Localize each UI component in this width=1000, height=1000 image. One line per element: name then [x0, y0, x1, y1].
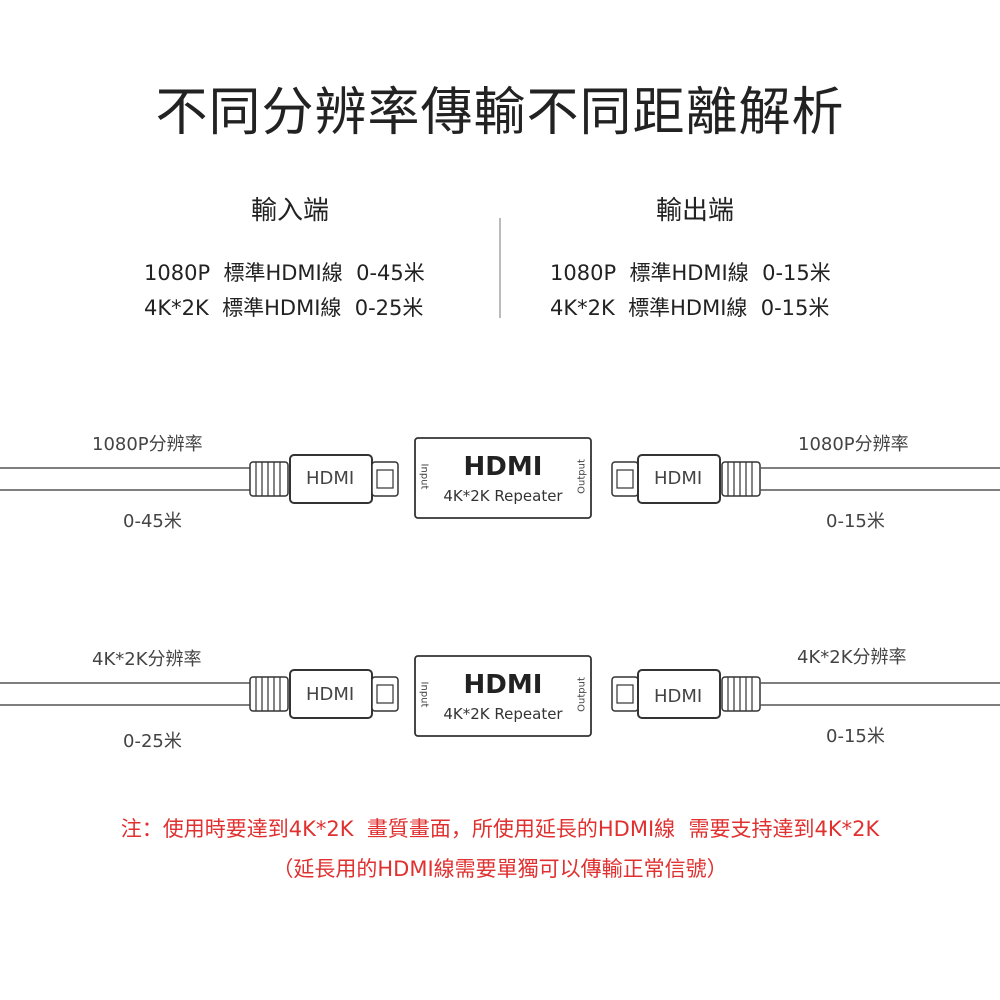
input-spec-1080p: 1080P 標準HDMI線 0-45米: [144, 261, 425, 285]
right-resolution-1080p: 1080P分辨率: [798, 434, 909, 455]
left-hdmi-connector-label: HDMI: [306, 684, 355, 705]
right-distance-1080p: 0-15米: [826, 511, 885, 532]
repeater-input-label: Input: [418, 463, 430, 490]
right-resolution-4k: 4K*2K分辨率: [797, 647, 907, 668]
left-hdmi-connector-label: HDMI: [306, 468, 355, 489]
note-line-1: 注：使用時要達到4K*2K 畫質畫面，所使用延長的HDMI線 需要支持達到4K*…: [120, 817, 880, 841]
left-resolution-1080p: 1080P分辨率: [92, 434, 203, 455]
output-side-heading: 輸出端: [655, 196, 734, 226]
right-distance-4k: 0-15米: [826, 726, 885, 747]
input-side-heading: 輸入端: [250, 196, 329, 226]
repeater-brand: HDMI: [463, 452, 543, 482]
repeater-input-label: Input: [418, 681, 430, 708]
repeater-output-label: Output: [576, 677, 588, 712]
repeater-model: 4K*2K Repeater: [443, 705, 563, 723]
right-hdmi-connector-label: HDMI: [654, 468, 703, 489]
left-distance-1080p: 0-45米: [123, 511, 182, 532]
input-spec-4k: 4K*2K 標準HDMI線 0-25米: [144, 296, 424, 320]
left-resolution-4k: 4K*2K分辨率: [92, 649, 202, 670]
repeater-output-label: Output: [576, 459, 588, 494]
repeater-model: 4K*2K Repeater: [443, 487, 563, 505]
note-line-2: （延長用的HDMI線需要單獨可以傳輸正常信號）: [272, 857, 728, 881]
left-distance-4k: 0-25米: [123, 731, 182, 752]
output-spec-1080p: 1080P 標準HDMI線 0-15米: [550, 261, 831, 285]
column-divider: [499, 218, 501, 318]
page-title: 不同分辨率傳輸不同距離解析: [155, 83, 845, 143]
repeater-brand: HDMI: [463, 670, 543, 700]
output-spec-4k: 4K*2K 標準HDMI線 0-15米: [550, 296, 830, 320]
right-hdmi-connector-label: HDMI: [654, 686, 703, 707]
